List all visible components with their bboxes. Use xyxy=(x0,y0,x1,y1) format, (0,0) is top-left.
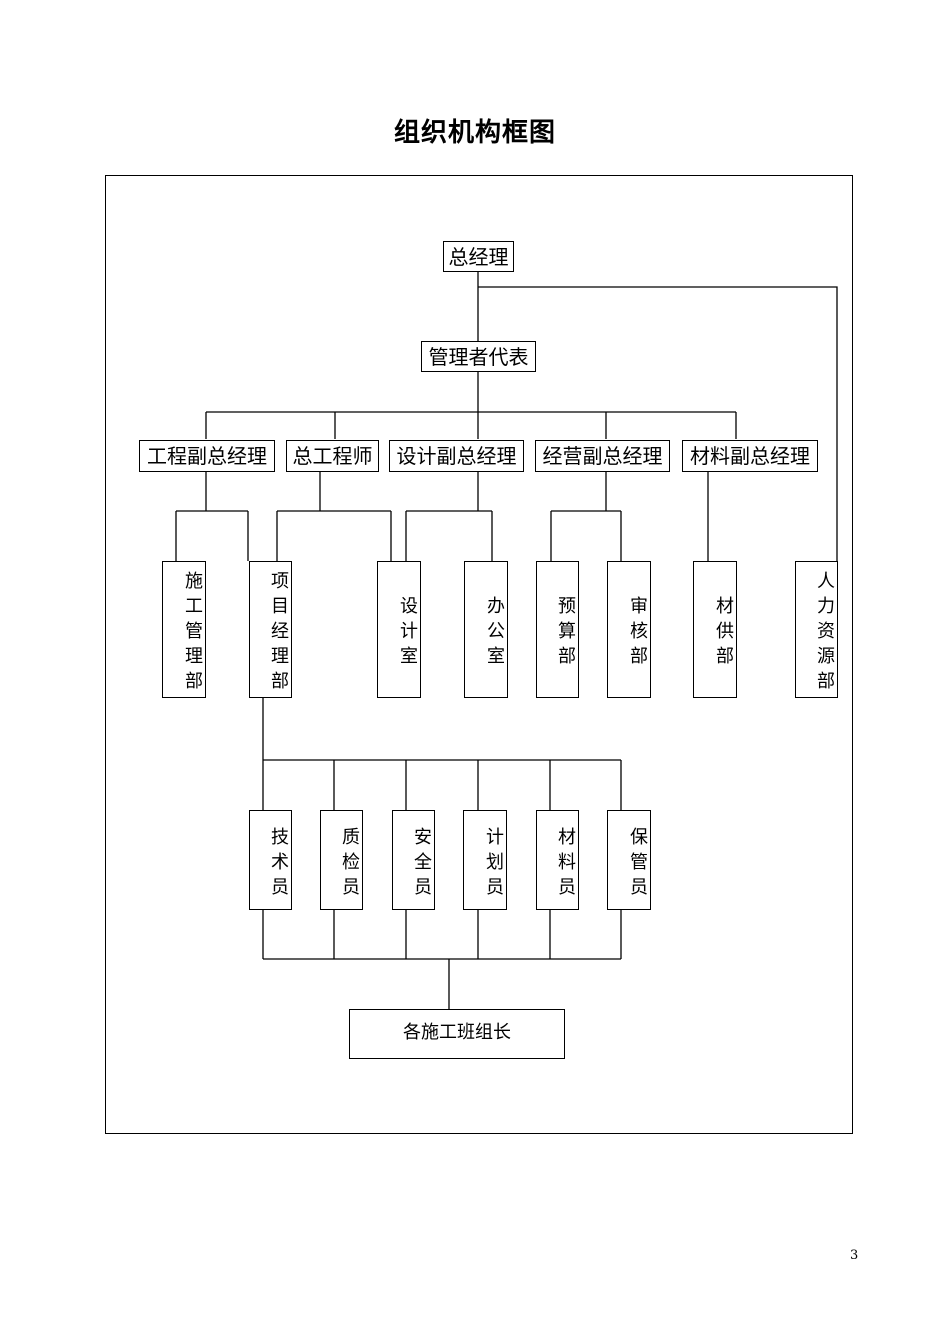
node-materials-vp: 材料副总经理 xyxy=(682,440,818,472)
node-chief-engineer: 总工程师 xyxy=(286,440,379,472)
node-engineering-vp: 工程副总经理 xyxy=(139,440,275,472)
node-material-clerk: 材料员 xyxy=(536,810,579,910)
node-general-office: 办公室 xyxy=(464,561,508,698)
node-material-supply-dept: 材供部 xyxy=(693,561,737,698)
node-general-manager: 总经理 xyxy=(443,241,514,272)
node-safety-officer: 安全员 xyxy=(392,810,435,910)
node-technician: 技术员 xyxy=(249,810,292,910)
node-audit-dept: 审核部 xyxy=(607,561,651,698)
page-number: 3 xyxy=(850,1248,859,1263)
chart-frame xyxy=(105,175,853,1134)
node-project-manager-dept: 项目经理部 xyxy=(249,561,292,698)
node-budget-dept: 预算部 xyxy=(536,561,579,698)
node-storekeeper: 保管员 xyxy=(607,810,651,910)
node-operations-vp: 经营副总经理 xyxy=(535,440,670,472)
node-team-leaders: 各施工班组长 xyxy=(349,1009,565,1059)
node-construction-mgmt-dept: 施工管理部 xyxy=(162,561,206,698)
node-design-vp: 设计副总经理 xyxy=(389,440,524,472)
node-planner: 计划员 xyxy=(463,810,507,910)
node-quality-inspector: 质检员 xyxy=(320,810,363,910)
page-title: 组织机构框图 xyxy=(393,118,556,148)
node-hr-dept: 人力资源部 xyxy=(795,561,838,698)
node-design-office: 设计室 xyxy=(377,561,421,698)
node-management-representative: 管理者代表 xyxy=(421,341,536,372)
